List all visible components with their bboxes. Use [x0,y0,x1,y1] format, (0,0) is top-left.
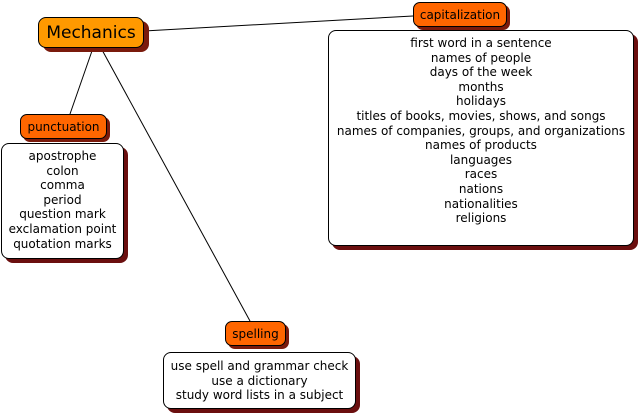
list-item: first word in a sentence [410,36,552,50]
list-item: holidays [456,94,506,109]
connector-mechanics-spelling [100,47,251,322]
list-item: comma [40,178,85,193]
list-item: colon [46,163,79,178]
concept-mechanics[interactable]: Mechanics [38,17,144,48]
concept-spelling[interactable]: spelling [225,321,286,346]
list-item: nationalities [444,196,518,211]
list-item: names of companies, groups, and organiza… [336,123,626,138]
list-item: nations [458,181,504,196]
list-item: names of products [425,138,537,153]
concept-mechanics-label: Mechanics [46,22,136,43]
list-item: languages [449,152,513,167]
concept-capitalization[interactable]: capitalization [413,2,507,27]
list-item: period [43,192,82,207]
list-item: months [458,79,504,94]
capitalization-list[interactable]: first word in a sentence names of people… [328,30,634,246]
list-item: apostrophe [28,149,97,163]
concept-spelling-label: spelling [232,326,279,341]
concept-punctuation[interactable]: punctuation [20,114,107,139]
list-item: use spell and grammar check [170,359,349,373]
connector-mechanics-punctuation [69,47,94,115]
punctuation-list[interactable]: apostrophe colon comma period question m… [1,143,124,259]
list-item: religions [455,211,507,226]
list-item: question mark [19,207,106,222]
list-item: titles of books, movies, shows, and song… [356,108,606,123]
concept-punctuation-label: punctuation [27,119,100,134]
list-item: use a dictionary [211,373,308,388]
connector-mechanics-capitalization [143,15,414,32]
list-item: names of people [430,50,532,65]
list-item: exclamation point [8,221,117,236]
list-item: quotation marks [13,236,112,251]
list-item: study word lists in a subject [175,388,344,403]
list-item: days of the week [429,65,533,80]
spelling-list[interactable]: use spell and grammar check use a dictio… [163,352,356,409]
list-item: races [464,167,498,182]
concept-capitalization-label: capitalization [419,7,501,22]
